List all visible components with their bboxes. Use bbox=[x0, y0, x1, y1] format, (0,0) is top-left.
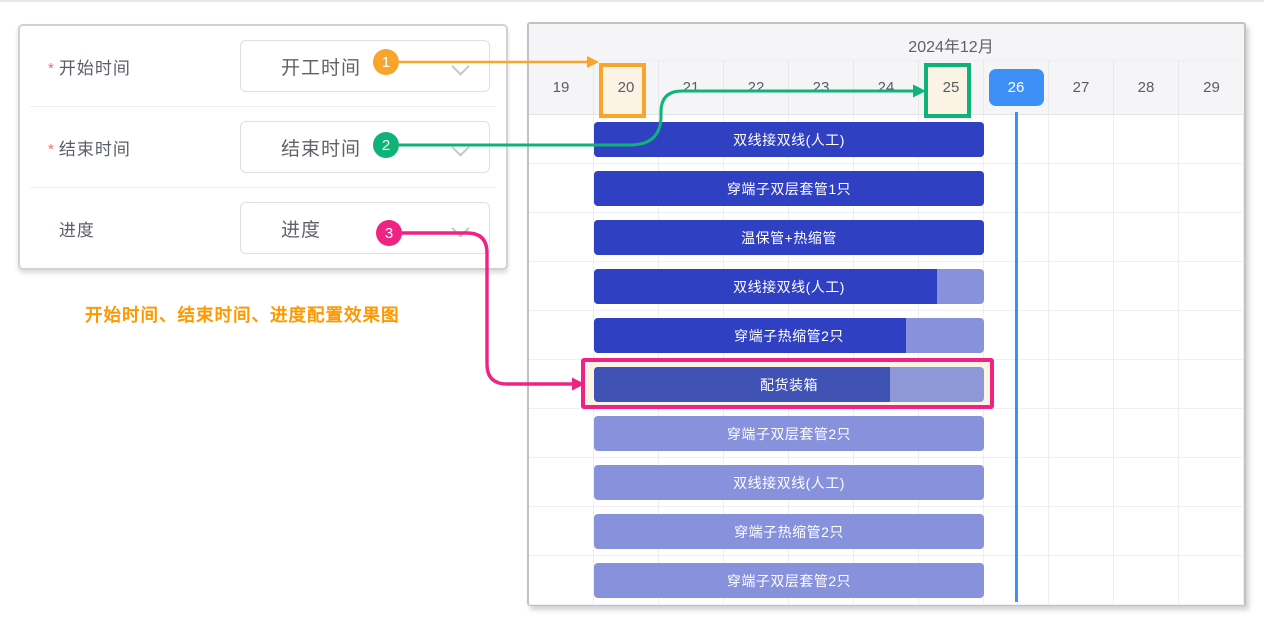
task-row: 双线接双线(人工) bbox=[529, 458, 1244, 507]
task-bar-progress-fill bbox=[594, 220, 984, 255]
day-number: 20 bbox=[617, 79, 635, 96]
step-badge-3: 3 bbox=[376, 220, 402, 246]
day-number: 26 bbox=[988, 69, 1044, 106]
task-bar-progress-fill bbox=[594, 318, 906, 353]
day-cell: 22 bbox=[724, 61, 789, 114]
task-bar[interactable]: 穿端子热缩管2只 bbox=[594, 318, 984, 353]
step-badge-1: 1 bbox=[373, 49, 399, 75]
required-asterisk: * bbox=[48, 140, 55, 158]
day-cell: 24 bbox=[854, 61, 919, 114]
caption-text: 开始时间、结束时间、进度配置效果图 bbox=[85, 305, 400, 325]
time-config-form: *开始时间 开工时间 *结束时间 结束时间 *进度 进度 bbox=[18, 24, 508, 270]
day-number: 25 bbox=[942, 79, 960, 96]
task-row: 双线接双线(人工) bbox=[529, 262, 1244, 311]
step-badge-2: 2 bbox=[373, 132, 399, 158]
day-number: 22 bbox=[747, 79, 765, 96]
field-select[interactable]: 进度 bbox=[240, 202, 490, 254]
day-cell: 28 bbox=[1114, 61, 1179, 114]
day-cell: 25 bbox=[919, 61, 984, 118]
task-bar-label: 穿端子热缩管2只 bbox=[734, 523, 844, 540]
day-number: 29 bbox=[1203, 79, 1220, 96]
day-number: 24 bbox=[877, 79, 895, 96]
day-number: 27 bbox=[1072, 79, 1090, 96]
task-row: 穿端子热缩管2只 bbox=[529, 311, 1244, 360]
task-row: 穿端子热缩管2只 bbox=[529, 507, 1244, 556]
day-cell: 21 bbox=[659, 61, 724, 114]
task-bar[interactable]: 穿端子双层套管2只 bbox=[594, 563, 984, 598]
task-bar[interactable]: 双线接双线(人工) bbox=[594, 122, 984, 157]
task-bar-label: 穿端子双层套管2只 bbox=[726, 572, 852, 589]
task-row: 温保管+热缩管 bbox=[529, 213, 1244, 262]
task-bar[interactable]: 穿端子双层套管1只 bbox=[594, 171, 984, 206]
task-bar-label: 双线接双线(人工) bbox=[733, 278, 845, 295]
chevron-down-icon bbox=[451, 138, 470, 157]
field-select[interactable]: 结束时间 bbox=[240, 121, 490, 173]
task-bar-label: 穿端子双层套管2只 bbox=[726, 425, 852, 442]
day-cell: 26 bbox=[984, 61, 1049, 114]
select-value: 结束时间 bbox=[281, 138, 362, 160]
select-value: 进度 bbox=[281, 219, 322, 241]
month-row: 2024年12月 bbox=[529, 24, 1244, 61]
task-bar-label: 穿端子双层套管1只 bbox=[726, 180, 852, 197]
day-number: 21 bbox=[682, 79, 700, 96]
form-row: *结束时间 结束时间 bbox=[30, 106, 496, 187]
form-row: *进度 进度 bbox=[30, 187, 496, 268]
day-row: 19 20 21 22 23 24 25 26 27 28 29 bbox=[529, 61, 1244, 118]
task-bar-label: 温保管+热缩管 bbox=[741, 229, 837, 246]
task-bar-progress-fill bbox=[594, 171, 984, 206]
task-bar[interactable]: 穿端子双层套管2只 bbox=[594, 416, 984, 451]
required-asterisk: * bbox=[48, 59, 55, 77]
gantt-header: 2024年12月 19 20 21 22 23 24 25 26 27 28 2… bbox=[529, 24, 1244, 118]
gantt-panel: 2024年12月 19 20 21 22 23 24 25 26 27 28 2… bbox=[527, 22, 1246, 606]
task-bar[interactable]: 穿端子热缩管2只 bbox=[594, 514, 984, 549]
day-cell: 27 bbox=[1049, 61, 1114, 114]
day-number: 19 bbox=[552, 79, 570, 96]
task-bar-label: 双线接双线(人工) bbox=[733, 474, 845, 491]
field-select[interactable]: 开工时间 bbox=[240, 40, 490, 92]
select-value: 开工时间 bbox=[281, 57, 362, 79]
field-label: *进度 bbox=[58, 220, 95, 240]
task-bar-label: 配货装箱 bbox=[760, 376, 818, 393]
task-bar-label: 穿端子热缩管2只 bbox=[734, 327, 844, 344]
task-row: 穿端子双层套管2只 bbox=[529, 556, 1244, 605]
task-bar-label: 双线接双线(人工) bbox=[733, 131, 845, 148]
gantt-body: 双线接双线(人工) 穿端子双层套管1只 温保管+热缩管 双线接双线(人工) 穿端… bbox=[529, 115, 1244, 605]
task-row: 穿端子双层套管2只 bbox=[529, 409, 1244, 458]
field-label: *开始时间 bbox=[48, 58, 131, 78]
task-bar[interactable]: 双线接双线(人工) bbox=[594, 269, 984, 304]
day-number: 23 bbox=[812, 79, 830, 96]
day-cell: 20 bbox=[594, 61, 659, 118]
month-label: 2024年12月 bbox=[908, 39, 994, 56]
field-label: *结束时间 bbox=[48, 139, 131, 159]
day-cell: 23 bbox=[789, 61, 854, 114]
task-bar-progress-fill bbox=[594, 367, 891, 402]
task-row: 穿端子双层套管1只 bbox=[529, 164, 1244, 213]
chevron-down-icon bbox=[451, 219, 470, 238]
task-bar[interactable]: 配货装箱 bbox=[594, 367, 984, 402]
task-row: 双线接双线(人工) bbox=[529, 115, 1244, 164]
task-row: 配货装箱 bbox=[529, 360, 1244, 409]
day-cell: 29 bbox=[1179, 61, 1244, 114]
task-bar-progress-fill bbox=[594, 269, 938, 304]
task-bar[interactable]: 温保管+热缩管 bbox=[594, 220, 984, 255]
day-number: 28 bbox=[1137, 79, 1155, 96]
form-row: *开始时间 开工时间 bbox=[30, 26, 496, 106]
day-cell: 19 bbox=[529, 61, 594, 114]
chevron-down-icon bbox=[451, 57, 470, 76]
task-bar[interactable]: 双线接双线(人工) bbox=[594, 465, 984, 500]
today-marker-line bbox=[1015, 112, 1018, 602]
